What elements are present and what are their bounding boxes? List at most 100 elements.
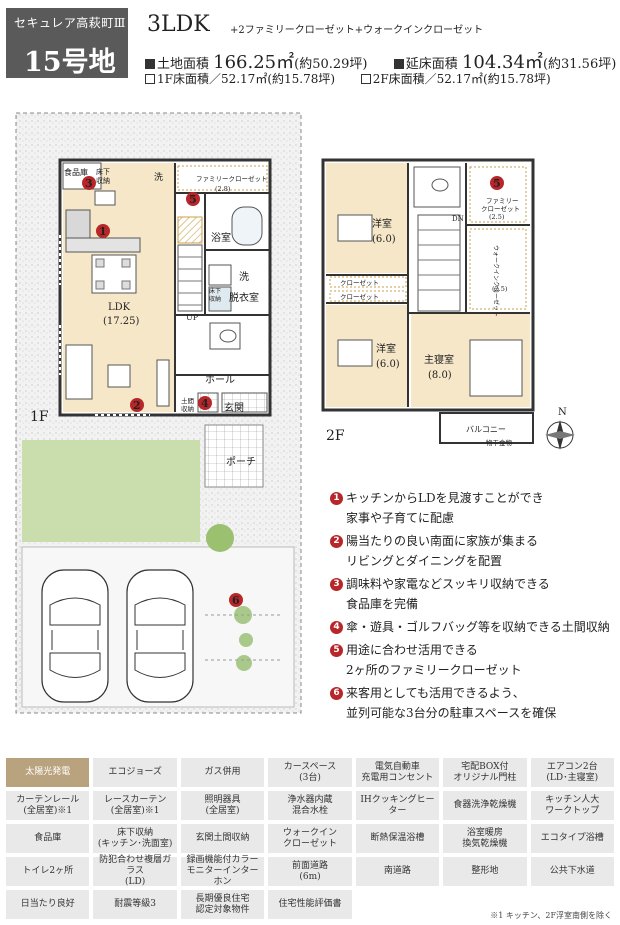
label-family-closet-1f: ファミリークローゼット: [196, 174, 268, 183]
car-1: [41, 569, 109, 703]
compass-icon: [545, 420, 575, 450]
house-2f: [321, 158, 535, 444]
equipment-cell: 食器洗浄乾燥機: [443, 791, 527, 820]
marker-1: 1: [96, 224, 110, 238]
equipment-cell: 電気自動車充電用コンセント: [355, 758, 440, 787]
equipment-cell: 太陽光発電: [6, 758, 90, 787]
square-outline-icon: [145, 74, 155, 84]
toilet-2f: [413, 166, 461, 208]
equipment-cell: 耐震等級3: [93, 890, 177, 919]
floor1-label: 1F: [30, 409, 49, 425]
svg-text:3: 3: [85, 177, 93, 190]
equipment-cell: 宅配BOX付オリジナル門柱: [443, 758, 527, 787]
label-wic: ウォークインクローゼット: [492, 245, 500, 317]
floor-area-value: 104.34㎡: [461, 52, 543, 73]
equipment-cell: 浄水器内蔵混合水栓: [268, 791, 352, 820]
label-dressing: 脱衣室: [229, 291, 259, 304]
equipment-cell: エコジョーズ: [93, 758, 177, 787]
label-underfloor-b: 床下: [209, 287, 221, 295]
equipment-cell: 床下収納(キッチン･洗面室): [93, 824, 177, 853]
equipment-cell: IHクッキングヒーター: [355, 791, 440, 820]
marker-4: 4: [198, 396, 212, 410]
marker-2: 2: [130, 398, 144, 412]
land-area-label: 土地面積: [157, 57, 210, 72]
shrub: [239, 633, 253, 647]
label-ldk: LDK: [108, 302, 131, 313]
equipment-cell: キッチン人大ワークトップ: [530, 791, 614, 820]
equipment-cell: 断熱保温浴槽: [355, 824, 440, 853]
lot-number: 15号地: [24, 47, 116, 78]
label-room1: 洋室: [372, 217, 392, 230]
brand-box: セキュレア高萩町Ⅲ 15号地: [6, 8, 128, 78]
equipment-cell: 玄関土間収納: [180, 824, 265, 853]
floor2-area: 2F床面積／52.17㎡(約15.78坪): [372, 72, 551, 86]
stairs-1f: [177, 244, 203, 312]
layout-title: 3LDK: [147, 12, 210, 37]
footnote: ※1 キッチン、2F浮室南側を除く: [490, 911, 612, 920]
equipment-cell: トイレ2ヶ所: [6, 857, 90, 886]
layout-subtitle: +2ファミリークローゼット+ウォークインクローゼット: [230, 25, 484, 36]
equipment-cell: エコタイプ浴槽: [530, 824, 614, 853]
equipment-cell: 食品庫: [6, 824, 90, 853]
equipment-grid: 太陽光発電エコジョーズガス併用カースペース(3台)電気自動車充電用コンセント宅配…: [6, 758, 614, 919]
label-closet1: クローゼット: [340, 278, 379, 287]
label-balcony: バルコニー: [466, 425, 506, 434]
equipment-cell: 録画機能付カラーモニターインターホン: [180, 855, 265, 887]
equipment-cell: エアコン2台(LD･主寝室): [530, 758, 614, 787]
area-line-main: 土地面積 166.25㎡(約50.29坪) 延床面積 104.34㎡(約31.5…: [145, 48, 616, 74]
label-family-closet-2f-size: (2.5): [489, 213, 505, 221]
svg-text:5: 5: [189, 193, 197, 206]
label-family-closet-2f: ファミリー: [486, 197, 519, 205]
svg-text:5: 5: [493, 177, 501, 190]
label-room1-size: (6.0): [372, 234, 396, 245]
equipment-cell: カースペース(3台): [268, 758, 352, 787]
label-underfloor2: 収納: [96, 176, 110, 185]
floor-area-tsubo: (約31.56坪): [542, 57, 617, 72]
equipment-cell: 前面道路(6m): [268, 857, 352, 886]
porch-path: [204, 424, 264, 488]
label-master-size: (8.0): [428, 370, 452, 381]
label-closet2: クローゼット: [340, 292, 379, 301]
equipment-cell: カーテンレール(全居室)※1: [6, 791, 90, 820]
label-ldk-size: (17.25): [103, 316, 140, 327]
label-dryer: 物干金物: [486, 438, 513, 447]
label-family-closet-2f-b: クローゼット: [481, 204, 520, 213]
label-underfloor: 床下: [96, 167, 110, 176]
square-bullet-icon: [145, 59, 155, 69]
marker-5-2f: 5: [490, 176, 504, 190]
label-doma-storage: 土間: [181, 396, 194, 405]
label-room2: 洋室: [376, 342, 396, 355]
equipment-cell: ガス併用: [180, 758, 265, 787]
svg-text:4: 4: [201, 397, 209, 410]
equipment-cell: 照明器具(全居室): [180, 791, 265, 820]
label-master: 主寝室: [424, 353, 454, 366]
equipment-cell: 日当たり良好: [6, 890, 90, 919]
car-3-outline: [205, 614, 280, 661]
label-up: UP: [186, 313, 199, 322]
bathtub: [231, 206, 263, 246]
svg-text:6: 6: [232, 594, 240, 607]
label-wash-1f: 洗: [154, 171, 163, 183]
floor-area-label: 延床面積: [405, 57, 458, 72]
series-name: セキュレア高萩町Ⅲ: [14, 16, 126, 30]
marker-5-1f: 5: [186, 192, 200, 206]
floor-plan: N 1F 食品庫 床下 収納 洗 ファミリークローゼット (2.8) 浴室 洗 …: [15, 112, 575, 714]
label-bath: 浴室: [211, 231, 231, 244]
equipment-cell: 整形地: [443, 857, 527, 886]
shrub: [236, 655, 252, 671]
label-room2-size: (6.0): [376, 359, 400, 370]
equipment-cell: レースカーテン(全居室)※1: [93, 791, 177, 820]
label-underfloor-b2: 収納: [209, 295, 221, 303]
label-doma-storage2: 収納: [181, 404, 194, 413]
land-area-value: 166.25㎡: [213, 52, 295, 73]
label-family-closet-1f-size: (2.8): [215, 185, 231, 193]
equipment-cell: 公共下水道: [530, 857, 614, 886]
area-line-floors: 1F床面積／52.17㎡(約15.78坪) 2F床面積／52.17㎡(約15.7…: [145, 70, 551, 87]
stairs-2f: [417, 214, 461, 312]
equipment-cell: 住宅性能評価書: [268, 890, 352, 919]
equipment-cell: ウォークインクローゼット: [268, 824, 352, 853]
